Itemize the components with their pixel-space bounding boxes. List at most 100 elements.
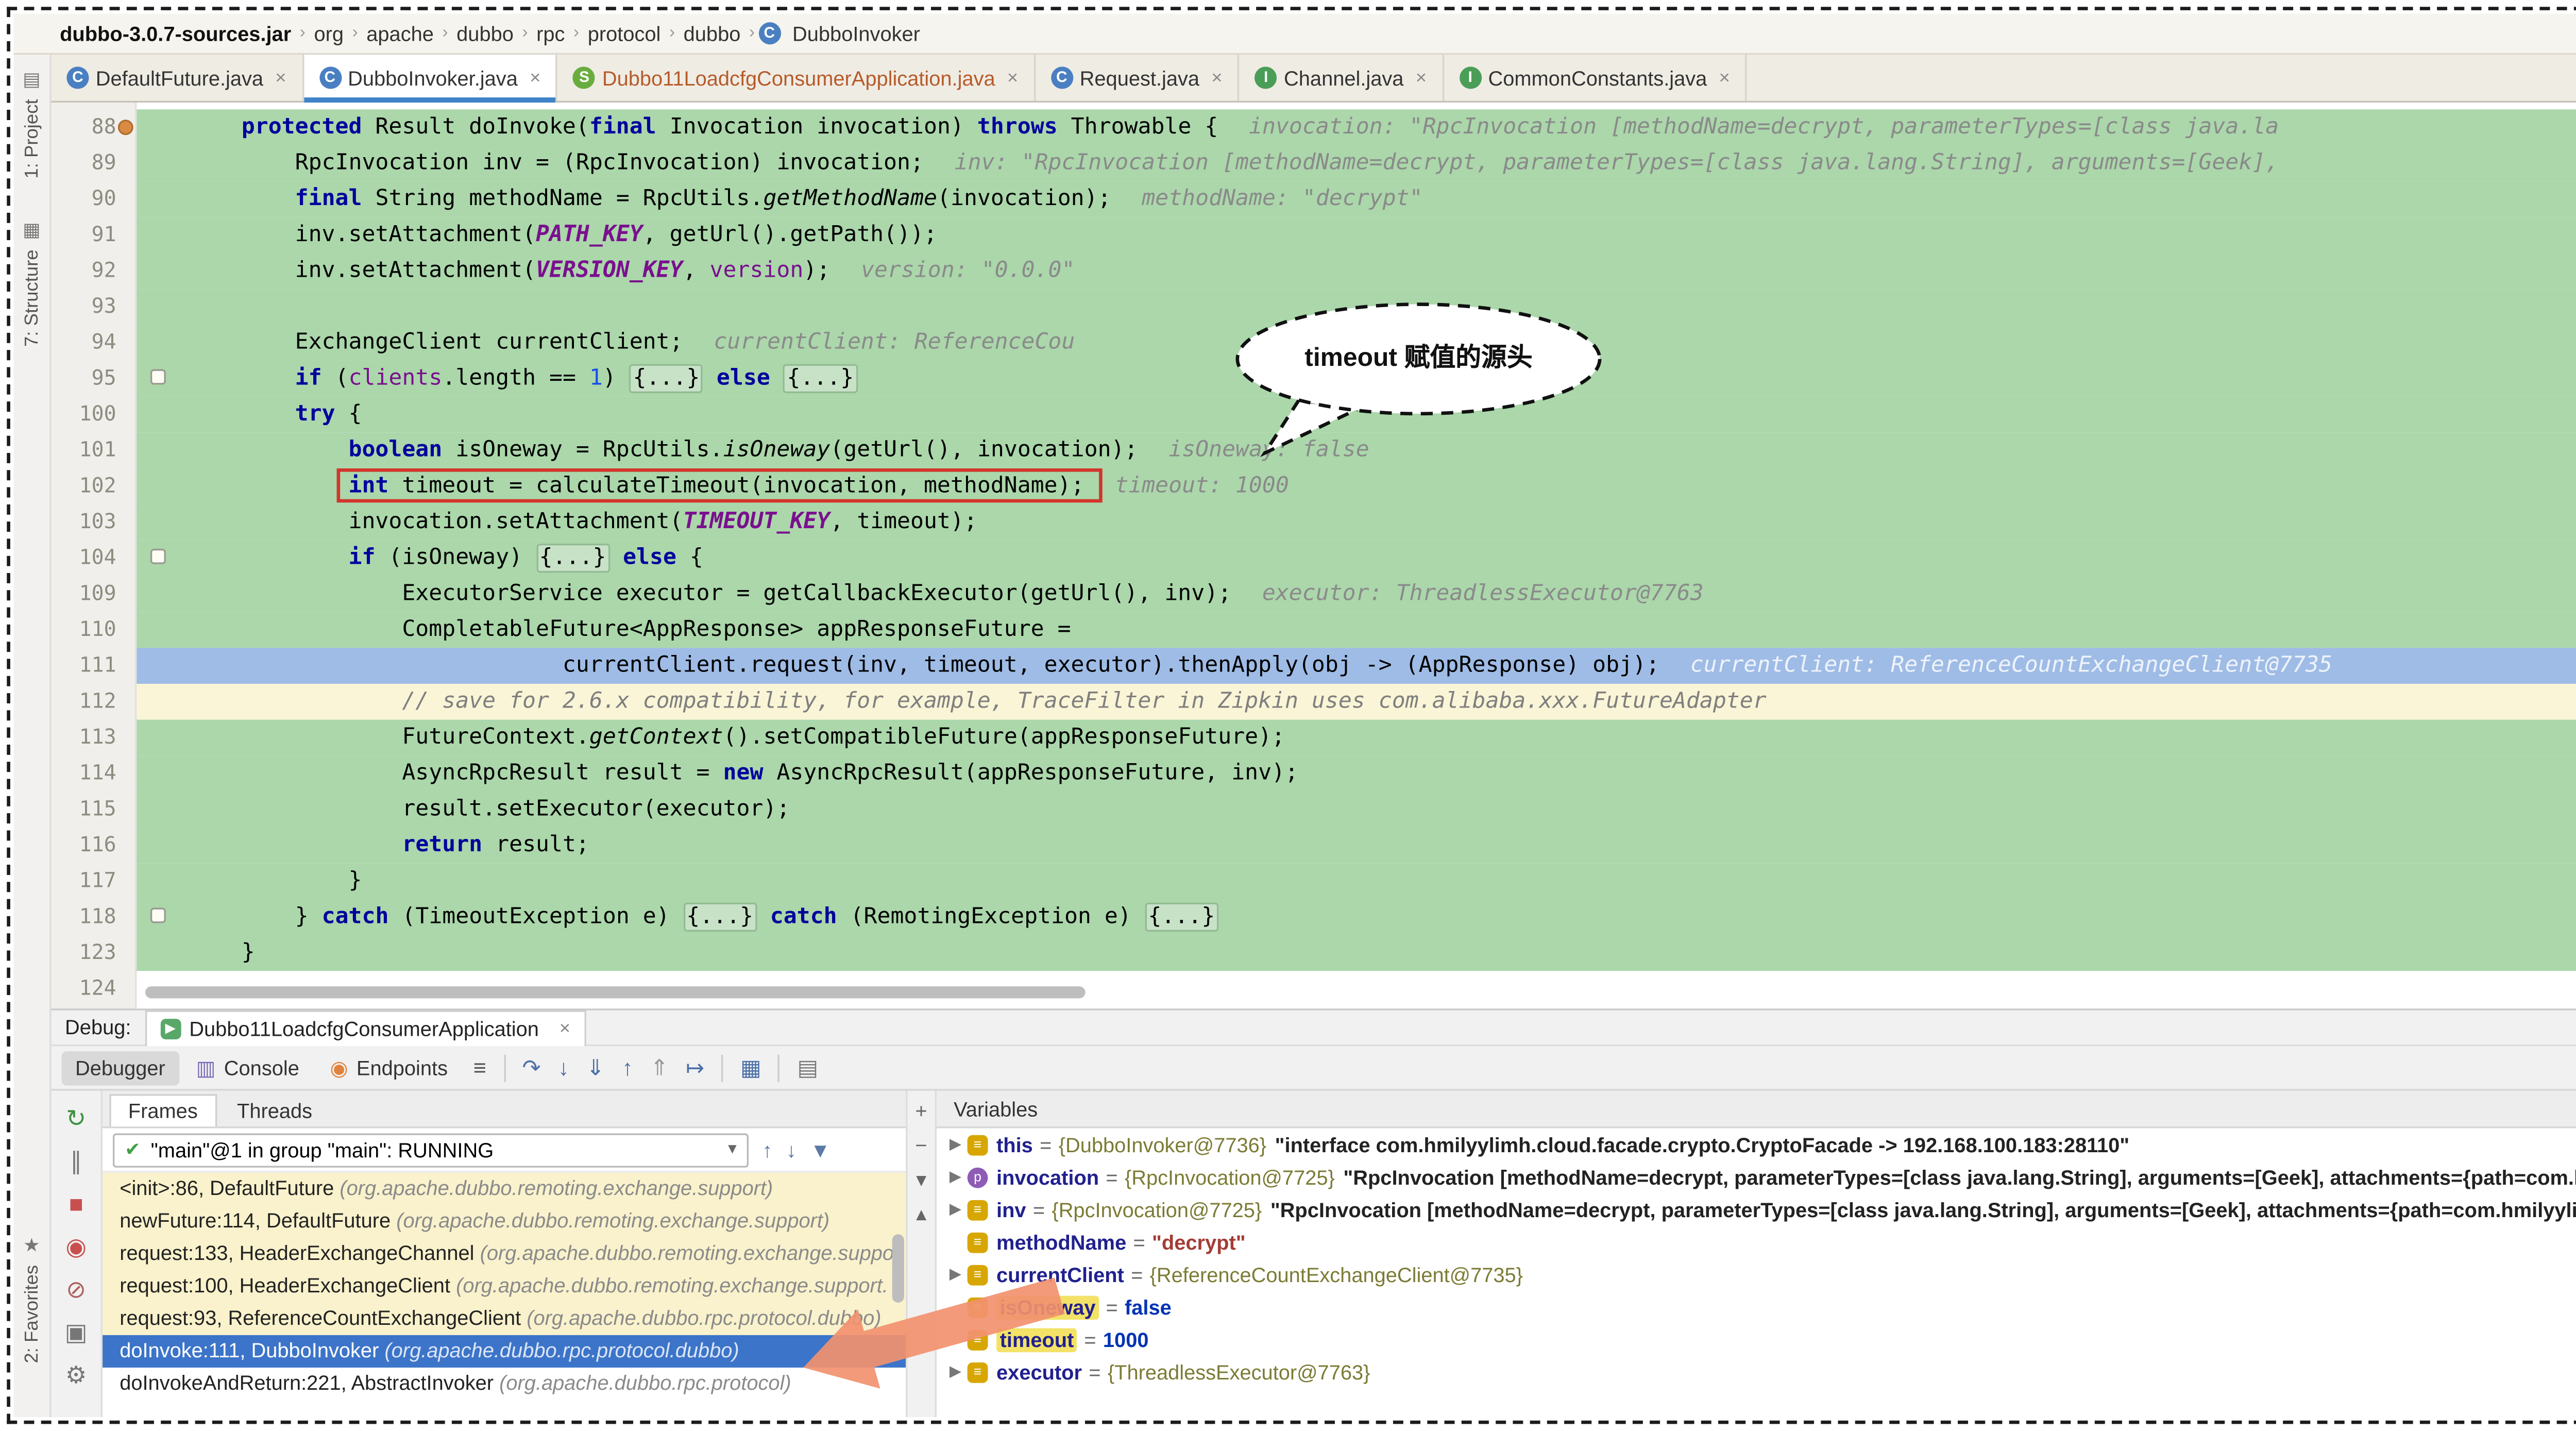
previous-frame-icon[interactable]: ↑	[762, 1137, 773, 1162]
close-icon[interactable]: ×	[1211, 68, 1223, 88]
code-line[interactable]: protected Result doInvoke(final Invocati…	[137, 109, 2576, 145]
override-marker-icon[interactable]	[117, 120, 133, 136]
tool-window-button-favorites[interactable]: ★2: Favorites	[21, 1234, 42, 1362]
expand-arrow-icon[interactable]: ▶	[949, 1200, 961, 1217]
code-line[interactable]: ExecutorService executor = getCallbackEx…	[137, 576, 2576, 612]
stack-frame[interactable]: <init>:86, DefaultFuture (org.apache.dub…	[103, 1172, 906, 1205]
stack-frame[interactable]: request:93, ReferenceCountExchangeClient…	[103, 1302, 906, 1335]
debug-session-tab[interactable]: ▶ Dubbo11LoadcfgConsumerApplication ×	[144, 1009, 586, 1046]
close-icon[interactable]: ×	[1415, 68, 1427, 88]
code-line[interactable]: // save for 2.6.x compatibility, for exa…	[137, 683, 2576, 720]
stack-frame[interactable]: doInvoke:111, DubboInvoker (org.apache.d…	[103, 1335, 906, 1368]
variable-row[interactable]: ▶≡inv={RpcInvocation@7725}"RpcInvocation…	[937, 1193, 2576, 1226]
tool-window-button-project[interactable]: ▤1: Project	[21, 69, 42, 179]
debug-tab-endpoints[interactable]: ◉Endpoints	[316, 1051, 462, 1085]
variable-row[interactable]: ≡methodName="decrypt"	[937, 1226, 2576, 1258]
tool-window-button-structure[interactable]: ▦7: Structure	[21, 220, 42, 347]
filter-icon[interactable]: ▼	[810, 1137, 831, 1162]
stop-icon[interactable]: ■	[69, 1189, 83, 1217]
close-icon[interactable]: ×	[1719, 68, 1730, 88]
frames-scrollbar-thumb[interactable]	[892, 1234, 904, 1303]
variable-row[interactable]: ≡timeout=1000	[937, 1323, 2576, 1356]
expand-arrow-icon[interactable]: ▶	[949, 1135, 961, 1152]
code-line[interactable]: inv.setAttachment(VERSION_KEY, version);…	[137, 252, 2576, 289]
variable-row[interactable]: ▶≡currentClient={ReferenceCountExchangeC…	[937, 1258, 2576, 1291]
debug-tab-console[interactable]: ▥Console	[182, 1051, 313, 1085]
code-line[interactable]: }	[137, 863, 2576, 899]
code-line[interactable]: result.setExecutor(executor);	[137, 791, 2576, 828]
evaluate-expression-icon[interactable]: ▦	[740, 1054, 761, 1080]
add-watch-icon[interactable]: +	[915, 1099, 927, 1123]
code-line[interactable]: boolean isOneway = RpcUtils.isOneway(get…	[137, 432, 2576, 468]
variable-row[interactable]: ▶≡executor={ThreadlessExecutor@7763}	[937, 1356, 2576, 1388]
code-line[interactable]	[137, 971, 2576, 1007]
view-breakpoints-icon[interactable]: ◉	[65, 1232, 87, 1260]
code-line[interactable]: RpcInvocation inv = (RpcInvocation) invo…	[137, 145, 2576, 181]
close-icon[interactable]: ×	[559, 1018, 571, 1039]
code-line[interactable]: if (isOneway) {...} else {	[137, 540, 2576, 576]
collapse-icon[interactable]: ▴	[916, 1202, 927, 1226]
debug-tab-debugger[interactable]: Debugger	[61, 1050, 179, 1085]
mute-breakpoints-icon[interactable]: ⊘	[66, 1275, 87, 1303]
code-line[interactable]: } catch (TimeoutException e) {...} catch…	[137, 899, 2576, 935]
breadcrumb-item[interactable]: org	[314, 21, 344, 45]
force-step-into-icon[interactable]: ⇓	[586, 1054, 605, 1080]
close-icon[interactable]: ×	[530, 68, 541, 88]
code-line[interactable]: inv.setAttachment(PATH_KEY, getUrl().get…	[137, 217, 2576, 253]
code-line[interactable]: invocation.setAttachment(TIMEOUT_KEY, ti…	[137, 504, 2576, 541]
layout-settings-icon[interactable]: ▤	[797, 1054, 819, 1080]
code-line[interactable]: currentClient.request(inv, timeout, exec…	[137, 648, 2576, 684]
rerun-icon[interactable]: ↻	[66, 1104, 87, 1132]
expand-arrow-icon[interactable]: ▶	[949, 1167, 961, 1185]
remove-watch-icon[interactable]: −	[915, 1133, 927, 1157]
editor-gutter[interactable]	[51, 103, 137, 1009]
fold-marker-icon[interactable]	[150, 369, 166, 385]
screenshot-icon[interactable]: ▣	[64, 1318, 88, 1345]
breadcrumb-item[interactable]: DubboInvoker	[792, 21, 920, 45]
expand-arrow-icon[interactable]: ▶	[949, 1265, 961, 1283]
code-line[interactable]: final String methodName = RpcUtils.getMe…	[137, 181, 2576, 217]
code-line[interactable]: CompletableFuture<AppResponse> appRespon…	[137, 612, 2576, 648]
step-into-icon[interactable]: ↓	[557, 1054, 569, 1081]
run-to-cursor-icon[interactable]: ↦	[686, 1054, 705, 1080]
stack-frame[interactable]: request:100, HeaderExchangeClient (org.a…	[103, 1270, 906, 1303]
code-line[interactable]: }	[137, 935, 2576, 971]
step-out-icon[interactable]: ↑	[622, 1054, 633, 1081]
breadcrumb-item[interactable]: protocol	[587, 21, 661, 45]
code-line[interactable]: return result;	[137, 827, 2576, 864]
expand-arrow-icon[interactable]: ▶	[949, 1362, 961, 1380]
variable-row[interactable]: ▶≡this={DubboInvoker@7736}"interface com…	[937, 1128, 2576, 1160]
hamburger-menu-icon[interactable]: ≡	[473, 1054, 486, 1081]
code-line[interactable]: int timeout = calculateTimeout(invocatio…	[137, 468, 2576, 504]
breadcrumb-item[interactable]: rpc	[536, 21, 565, 45]
stack-frame[interactable]: doInvokeAndReturn:221, AbstractInvoker (…	[103, 1368, 906, 1400]
close-icon[interactable]: ×	[1007, 68, 1019, 88]
variable-row[interactable]: ≡isOneway=false	[937, 1291, 2576, 1323]
next-frame-icon[interactable]: ↓	[786, 1137, 796, 1162]
thread-selector[interactable]: ✔ "main"@1 in group "main": RUNNING ▾	[112, 1132, 749, 1167]
breadcrumb-item[interactable]: dubbo	[456, 21, 514, 45]
pause-icon[interactable]: ∥	[70, 1147, 82, 1175]
frames-tab-frames[interactable]: Frames	[109, 1094, 217, 1127]
settings-icon[interactable]: ⚙	[65, 1360, 87, 1388]
breadcrumb-item[interactable]: apache	[366, 21, 434, 45]
breadcrumb-item[interactable]: dubbo-3.0.7-sources.jar	[60, 21, 292, 45]
stack-frame[interactable]: request:133, HeaderExchangeChannel (org.…	[103, 1237, 906, 1270]
horizontal-scrollbar[interactable]	[145, 986, 1086, 999]
breadcrumb-item[interactable]: dubbo	[683, 21, 741, 45]
stack-frame[interactable]: newFuture:114, DefaultFuture (org.apache…	[103, 1205, 906, 1238]
code-line[interactable]: AsyncRpcResult result = new AsyncRpcResu…	[137, 755, 2576, 792]
close-icon[interactable]: ×	[275, 68, 286, 88]
fold-marker-icon[interactable]	[150, 548, 166, 564]
fold-marker-icon[interactable]	[150, 907, 166, 923]
frames-tab-threads[interactable]: Threads	[237, 1099, 313, 1123]
drop-frame-icon[interactable]: ⇑	[650, 1054, 669, 1080]
expand-icon[interactable]: ▾	[916, 1167, 927, 1192]
step-over-icon[interactable]: ↷	[522, 1054, 541, 1080]
